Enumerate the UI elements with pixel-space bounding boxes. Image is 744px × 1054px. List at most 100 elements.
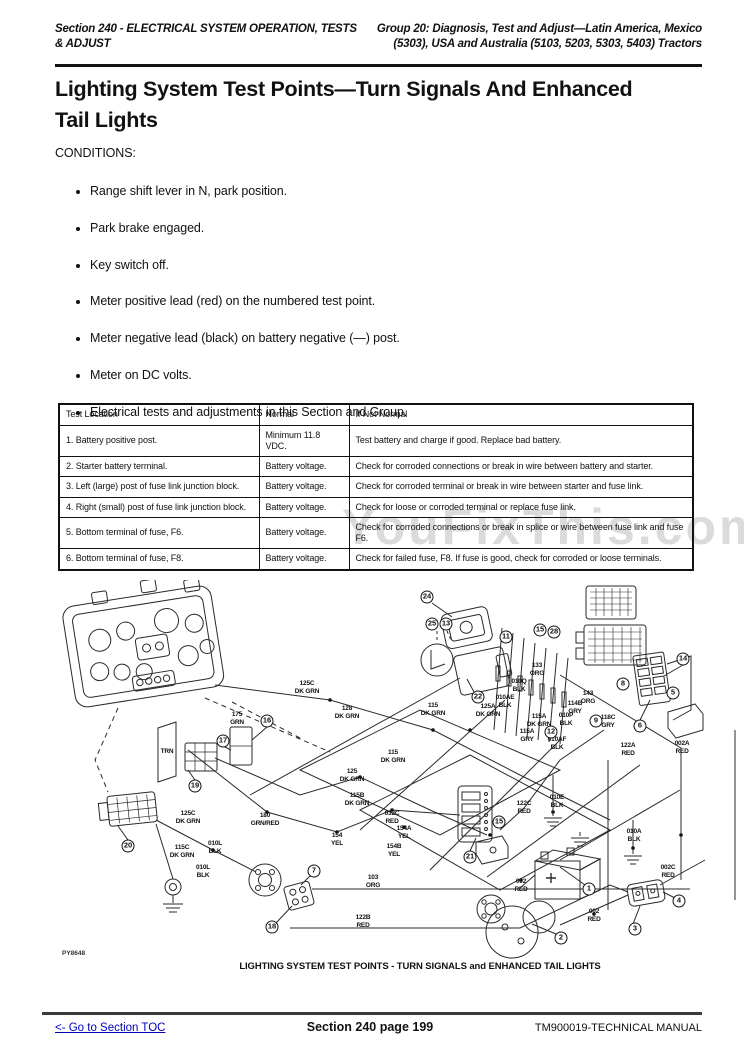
callout-12: 12 bbox=[544, 725, 558, 739]
callout-24: 24 bbox=[420, 590, 434, 604]
wire-label: 115 DK GRN bbox=[380, 749, 406, 764]
key-switch bbox=[248, 863, 315, 924]
wire-label: 002 RED bbox=[587, 908, 601, 923]
wire-label: 115A GRY bbox=[519, 728, 535, 743]
wire-label: 010P BLK bbox=[558, 712, 574, 727]
callout-28: 28 bbox=[547, 625, 561, 639]
condition-item: Meter on DC volts. bbox=[90, 367, 655, 383]
go-to-section-toc-link[interactable]: <- Go to Section TOC bbox=[55, 1022, 166, 1034]
callout-1: 1 bbox=[582, 882, 596, 896]
cell: Check for failed fuse, F8. If fuse is go… bbox=[348, 548, 694, 570]
figure-id: PY8648 bbox=[62, 950, 86, 957]
wire-label: 010AE BLK bbox=[495, 694, 515, 709]
wire-label: 125C DK GRN bbox=[294, 680, 320, 695]
callout-15b: 15 bbox=[492, 815, 506, 829]
wire-label: 115A DK GRN bbox=[526, 713, 552, 728]
col-header-test-location: Test Location bbox=[58, 403, 260, 426]
cell: 1. Battery positive post. bbox=[58, 424, 260, 457]
footer-rule bbox=[42, 1012, 702, 1015]
cell: Check for corroded connections or break … bbox=[348, 516, 694, 550]
cell: 5. Bottom terminal of fuse, F6. bbox=[58, 516, 260, 550]
callout-9: 9 bbox=[589, 714, 603, 728]
starter-motor bbox=[476, 894, 557, 959]
callout-3: 3 bbox=[628, 922, 642, 936]
wire-label: 103 ORG bbox=[365, 874, 381, 889]
wire-label: 010L BLK bbox=[195, 864, 211, 879]
callout-5: 5 bbox=[666, 686, 680, 700]
wire-label: 175 GRN bbox=[230, 711, 244, 726]
table-row: 2. Starter battery terminal. Battery vol… bbox=[58, 455, 694, 478]
instrument-cluster bbox=[62, 580, 225, 708]
page-header: Section 240 - ELECTRICAL SYSTEM OPERATIO… bbox=[55, 22, 702, 52]
callout-18: 18 bbox=[265, 920, 279, 934]
cell: 3. Left (large) post of fuse link juncti… bbox=[58, 476, 260, 498]
callout-20: 20 bbox=[121, 839, 135, 853]
table-row: 4. Right (small) post of fuse link junct… bbox=[58, 496, 694, 518]
cell: Minimum 11.8 VDC. bbox=[258, 424, 350, 457]
wire-label: TRN bbox=[160, 748, 174, 756]
cluster-leader-lines bbox=[94, 697, 331, 793]
callout-15: 15 bbox=[533, 623, 547, 637]
wire-label: 010E BLK bbox=[549, 794, 565, 809]
header-group-title: Group 20: Diagnosis, Test and Adjust—Lat… bbox=[376, 23, 702, 50]
wire-label: 115 DK GRN bbox=[420, 702, 446, 717]
footer-page-number: Section 240 page 199 bbox=[306, 1020, 434, 1034]
col-header-if-not-normal: If Not Normal bbox=[348, 403, 694, 426]
flasher-module bbox=[420, 602, 513, 696]
ground-symbols bbox=[163, 812, 642, 913]
wiring-diagram-figure: 125C DK GRN 175 GRN 128 DK GRN 115 DK GR… bbox=[0, 580, 744, 985]
footer-manual-id: TM900019-TECHNICAL MANUAL bbox=[534, 1022, 702, 1034]
wire-label: 118C GRY bbox=[600, 714, 616, 729]
callout-4: 4 bbox=[672, 894, 686, 908]
callout-19: 19 bbox=[188, 779, 202, 793]
wire-label: 002A RED bbox=[674, 740, 690, 755]
condition-item: Range shift lever in N, park position. bbox=[90, 183, 655, 199]
cell: Test battery and charge if good. Replace… bbox=[348, 424, 694, 457]
fuse-link-junction-block bbox=[626, 879, 666, 907]
wire-label: 125C DK GRN bbox=[175, 810, 201, 825]
table-row: 5. Bottom terminal of fuse, F6. Battery … bbox=[58, 516, 694, 550]
page-title: Lighting System Test Points—Turn Signals… bbox=[55, 77, 633, 133]
callout-6: 6 bbox=[633, 719, 647, 733]
cell: Check for corroded connections or break … bbox=[348, 455, 694, 478]
cell: Check for loose or corroded terminal or … bbox=[348, 496, 694, 518]
conditions-label: CONDITIONS: bbox=[55, 146, 136, 160]
col-header-normal: Normal bbox=[258, 403, 350, 426]
wire-label: 125 DK GRN bbox=[339, 768, 365, 783]
conditions-list: Range shift lever in N, park position. P… bbox=[55, 183, 655, 440]
wire-label: 010AF BLK bbox=[547, 736, 567, 751]
wire-label: 122A RED bbox=[620, 742, 636, 757]
condition-item: Key switch off. bbox=[90, 257, 655, 273]
wire-label: 133 ORG bbox=[529, 662, 545, 677]
wire-label: 010L BLK bbox=[207, 840, 223, 855]
cell: Battery voltage. bbox=[258, 476, 350, 498]
relay-box-upper bbox=[585, 585, 637, 620]
cell: 6. Bottom terminal of fuse, F8. bbox=[58, 548, 260, 570]
header-section-title: Section 240 - ELECTRICAL SYSTEM OPERATIO… bbox=[55, 23, 357, 50]
turn-signal-switch bbox=[157, 721, 253, 783]
battery bbox=[533, 847, 602, 900]
wire-label: 002C RED bbox=[660, 864, 676, 879]
wire-label: 143 ORG bbox=[580, 690, 596, 705]
callout-11: 11 bbox=[499, 630, 513, 644]
cell: Battery voltage. bbox=[258, 496, 350, 518]
condition-item: Park brake engaged. bbox=[90, 220, 655, 236]
callout-17: 17 bbox=[216, 734, 230, 748]
cell: Battery voltage. bbox=[258, 455, 350, 478]
wire-label: 154 YEL bbox=[330, 832, 344, 847]
table-header-row: Test Location Normal If Not Normal bbox=[58, 403, 694, 426]
callout-7: 7 bbox=[307, 864, 321, 878]
cell: Battery voltage. bbox=[258, 548, 350, 570]
cell: Check for corroded terminal or break in … bbox=[348, 476, 694, 498]
fuse-holder bbox=[457, 785, 509, 865]
table-row: 6. Bottom terminal of fuse, F8. Battery … bbox=[58, 548, 694, 570]
wire-label: 002 RED bbox=[514, 878, 528, 893]
test-points-table: Test Location Normal If Not Normal 1. Ba… bbox=[58, 403, 694, 571]
wire-label: 180 GRN/RED bbox=[250, 812, 280, 827]
callout-leaders bbox=[117, 664, 684, 852]
header-rule bbox=[55, 64, 702, 67]
wire-label: 010A BLK bbox=[626, 828, 642, 843]
callout-2: 2 bbox=[554, 931, 568, 945]
wire-label: 010Q BLK bbox=[511, 678, 527, 693]
